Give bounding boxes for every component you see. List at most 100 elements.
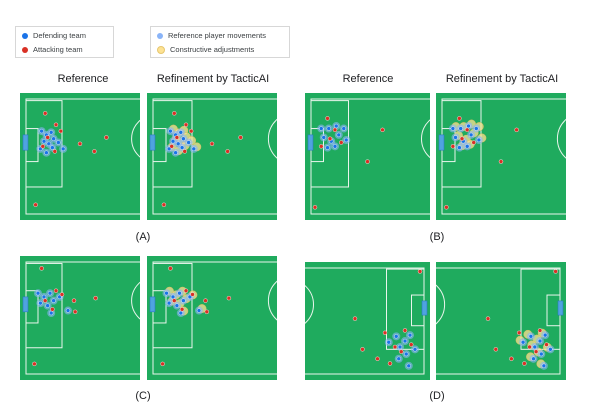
defender-marker (458, 126, 463, 131)
defender-marker (181, 298, 186, 303)
attacker-marker (375, 356, 380, 361)
goal-icon (438, 134, 445, 151)
attacker-marker (382, 330, 388, 336)
attacker-marker (325, 116, 330, 121)
defender-marker (537, 338, 543, 344)
defender-marker (174, 303, 180, 308)
defender-marker (177, 291, 182, 296)
defender-marker (179, 145, 185, 150)
defender-marker (56, 140, 61, 145)
defender-marker (450, 126, 456, 131)
defender-marker (50, 145, 55, 150)
legend-reference-movements-label: Reference player movements (168, 31, 266, 40)
attacker-marker (204, 309, 209, 314)
pitch-surface (436, 262, 566, 380)
attacker-marker (92, 149, 97, 154)
defender-marker (474, 126, 479, 131)
goal-icon (22, 134, 29, 151)
pitch-surface (305, 93, 430, 220)
defender-marker (412, 347, 418, 352)
label-reference-a: Reference (57, 73, 109, 85)
pitch-surface (20, 93, 140, 220)
attacker-marker (399, 349, 404, 354)
defender-marker (532, 344, 537, 350)
defender-marker (321, 135, 326, 140)
label-reference-b: Reference (342, 73, 394, 85)
defender-marker (181, 136, 186, 141)
defender-marker (397, 344, 403, 350)
defender-marker (531, 356, 536, 361)
goal-icon (149, 296, 156, 313)
defender-marker (35, 291, 41, 296)
attacker-marker (50, 307, 55, 312)
attacker-marker (365, 159, 370, 164)
attacker-marker (444, 205, 449, 210)
defender-marker (49, 310, 54, 316)
attacking-dot-icon (22, 46, 28, 53)
attacker-marker (45, 135, 50, 140)
defender-marker (164, 291, 169, 296)
defender-marker (332, 144, 338, 149)
attacker-marker (471, 140, 476, 145)
pitch-d-refinement (436, 262, 566, 380)
attacker-marker (498, 159, 504, 164)
defender-marker (178, 310, 183, 316)
defender-marker (47, 291, 53, 296)
defender-marker (334, 123, 339, 129)
defender-marker (394, 334, 399, 339)
centre-circle (131, 281, 140, 320)
defender-marker (191, 146, 196, 152)
attacker-marker (352, 316, 358, 321)
attacker-marker (209, 141, 215, 146)
pitch-d-reference (305, 262, 430, 380)
attacker-marker (327, 136, 333, 141)
pitch-surface (147, 256, 277, 380)
pitch-surface (20, 256, 140, 380)
defender-marker (45, 303, 50, 308)
defender-marker (548, 347, 553, 352)
attacker-marker (53, 122, 59, 127)
attacker-marker (457, 116, 462, 121)
attacker-marker (161, 202, 167, 207)
defender-marker (344, 137, 349, 143)
label-refinement-a: Refinement by TacticAI (156, 73, 270, 85)
centre-circle (305, 285, 314, 324)
goal-icon (149, 134, 156, 151)
attacker-marker (40, 144, 45, 149)
movement-legend: Reference player movements Constructive … (150, 26, 290, 58)
attacker-marker (39, 266, 44, 271)
defender-marker (453, 135, 458, 140)
attacker-marker (169, 144, 174, 149)
attacker-marker (417, 269, 423, 274)
pitch-c-refinement (147, 256, 277, 380)
pitch-surface (305, 262, 430, 380)
attacker-marker (509, 356, 514, 361)
defender-marker (176, 141, 181, 146)
defender-marker (170, 294, 176, 300)
pitch-c-reference (20, 256, 140, 380)
attacker-marker (168, 266, 173, 271)
centre-circle (267, 280, 277, 321)
attacker-marker (312, 205, 318, 210)
attacker-marker (189, 128, 194, 134)
defender-marker (39, 128, 44, 134)
attacker-marker (527, 344, 532, 350)
attacker-marker (402, 328, 408, 333)
adjustment-dot-icon (157, 45, 165, 54)
attacker-marker (360, 347, 365, 352)
defender-marker (178, 130, 183, 135)
defender-marker (407, 332, 413, 338)
pitch-b-reference (305, 93, 430, 220)
attacker-marker (465, 127, 470, 133)
attacker-marker (450, 144, 456, 149)
defender-marker (170, 139, 176, 144)
defender-marker (41, 294, 47, 300)
defender-marker (65, 308, 71, 313)
attacker-marker (332, 127, 338, 133)
attacker-marker (59, 292, 65, 297)
attacker-marker (183, 288, 189, 293)
attacker-marker (537, 328, 543, 333)
team-legend: Defending team Attacking team (15, 26, 114, 58)
defender-marker (186, 140, 191, 145)
defending-dot-icon (22, 32, 28, 39)
